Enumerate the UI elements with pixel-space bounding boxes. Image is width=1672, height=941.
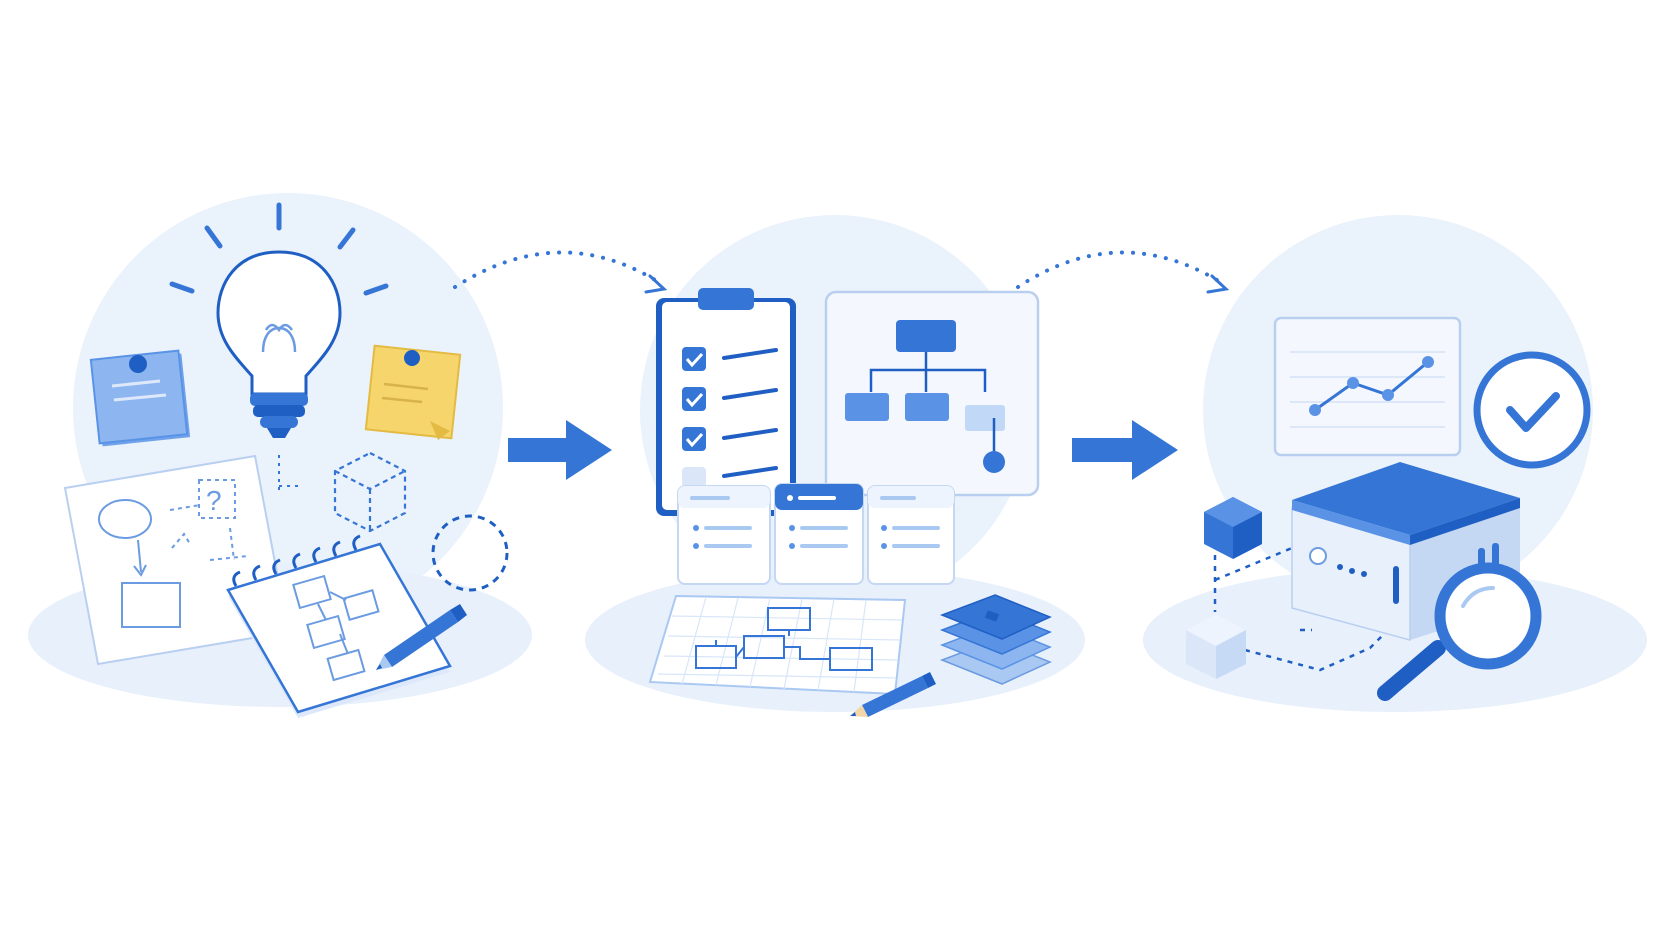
- checkbox-checked-icon: [682, 347, 706, 371]
- spiral-notebook-icon: [226, 534, 452, 718]
- network-connector-lines: [1213, 546, 1389, 672]
- stacked-layers-icon: [939, 594, 1052, 685]
- kanban-card-icon: [774, 483, 864, 585]
- cube-icon: [1204, 497, 1262, 559]
- notebook-sketch: [292, 574, 380, 682]
- connector-1: [453, 250, 668, 480]
- pushpin-icon: [404, 350, 420, 366]
- clipboard-checklist-icon: [656, 288, 796, 516]
- kanban-card-icon: [677, 485, 771, 585]
- arrow-right-icon: [508, 420, 612, 480]
- magnifying-glass-icon: [1377, 562, 1542, 701]
- pushpin-icon: [129, 355, 147, 373]
- sticky-note-yellow-icon: [364, 344, 462, 440]
- stage-planning: [585, 215, 1085, 717]
- lightbulb-icon: [216, 250, 342, 438]
- pencil-icon: [850, 672, 936, 717]
- notebook-spiral: [232, 534, 361, 587]
- dashed-circle-icon: [431, 514, 509, 592]
- kanban-card-icon: [867, 485, 955, 585]
- cube-light-icon: [1186, 614, 1246, 679]
- line-chart-icon: [1273, 316, 1462, 457]
- dotted-arc-arrow-icon: [453, 250, 662, 289]
- question-mark-icon: ?: [206, 485, 222, 516]
- kanban-cards: [677, 483, 955, 585]
- pen-icon: [376, 604, 467, 670]
- lightbulb-rays: [169, 202, 389, 296]
- org-chart-icon: [824, 290, 1040, 497]
- dotted-arc-arrow-icon: [1016, 250, 1224, 289]
- stage-ideation: ?: [28, 193, 532, 718]
- check-circle-icon: [1473, 351, 1591, 469]
- wireframe-cube-icon: [333, 451, 407, 533]
- sticky-note-icon: [89, 349, 191, 447]
- bulb-connector-line: [278, 455, 300, 492]
- blueprint-grid-icon: [648, 594, 907, 696]
- stage-deployment: [1143, 215, 1647, 712]
- arrow-right-icon: [1072, 420, 1178, 480]
- checkbox-checked-icon: [682, 427, 706, 451]
- checkbox-checked-icon: [682, 387, 706, 411]
- checklist-items: [682, 347, 778, 487]
- connector-2: [1016, 250, 1230, 480]
